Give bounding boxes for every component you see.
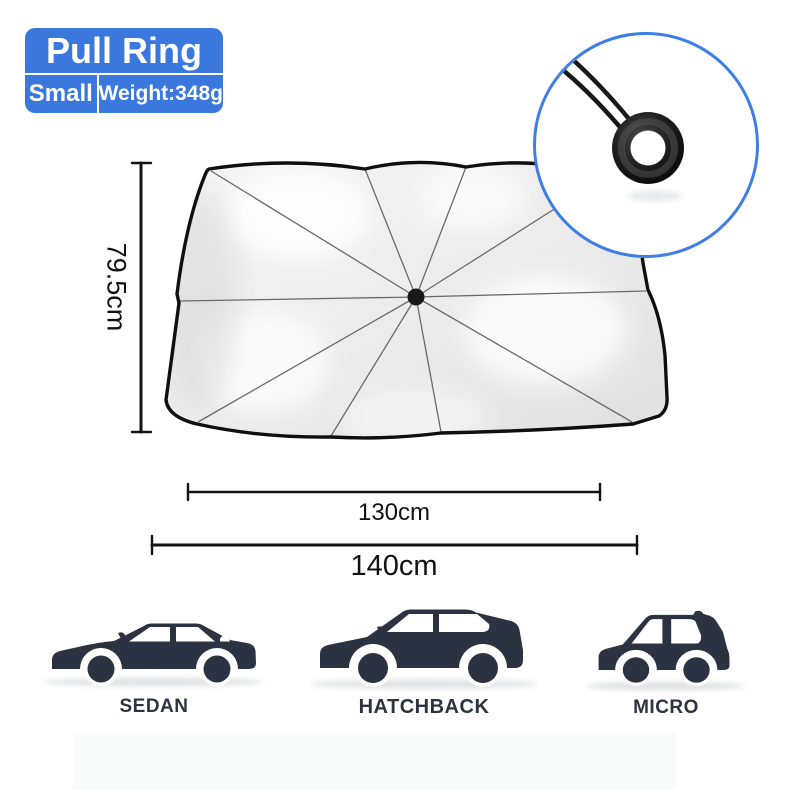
background-band <box>73 733 676 790</box>
umbrella-ribs <box>179 166 647 437</box>
badge-title: Pull Ring <box>25 28 223 73</box>
outer-width-dimension <box>150 534 639 556</box>
umbrella-outline <box>164 160 669 440</box>
outer-width-dimension-label: 140cm <box>350 550 438 582</box>
sedan-icon <box>52 623 256 686</box>
hatchback-ground-shadow <box>310 679 538 689</box>
badge-weight-label: Weight:348g <box>98 75 223 113</box>
micro-ground-shadow <box>585 681 745 691</box>
pull-ring-inset <box>533 32 759 258</box>
hatchback-mirror <box>377 626 386 637</box>
vehicle-compatibility <box>44 609 745 691</box>
info-badge: Pull Ring Small Weight:348g <box>25 28 223 113</box>
hatchback-icon <box>320 609 523 687</box>
micro-icon <box>598 610 730 686</box>
hatchback-label: HATCHBACK <box>358 696 490 718</box>
badge-size-label: Small <box>25 75 97 113</box>
umbrella-hub <box>407 288 425 306</box>
sedan-mirror <box>118 632 127 641</box>
sedan-label: SEDAN <box>119 696 189 717</box>
pull-ring-icon <box>612 112 684 184</box>
micro-label: MICRO <box>633 697 699 718</box>
badge-row: Small Weight:348g <box>25 75 223 113</box>
inner-width-dimension <box>186 482 602 502</box>
sedan-ground-shadow <box>44 677 264 687</box>
inner-width-dimension-label: 130cm <box>357 499 431 526</box>
ring-shadow <box>628 190 682 202</box>
sunshade-umbrella <box>164 160 669 440</box>
height-dimension-label: 79.5cm <box>101 242 132 332</box>
height-dimension <box>130 161 153 434</box>
